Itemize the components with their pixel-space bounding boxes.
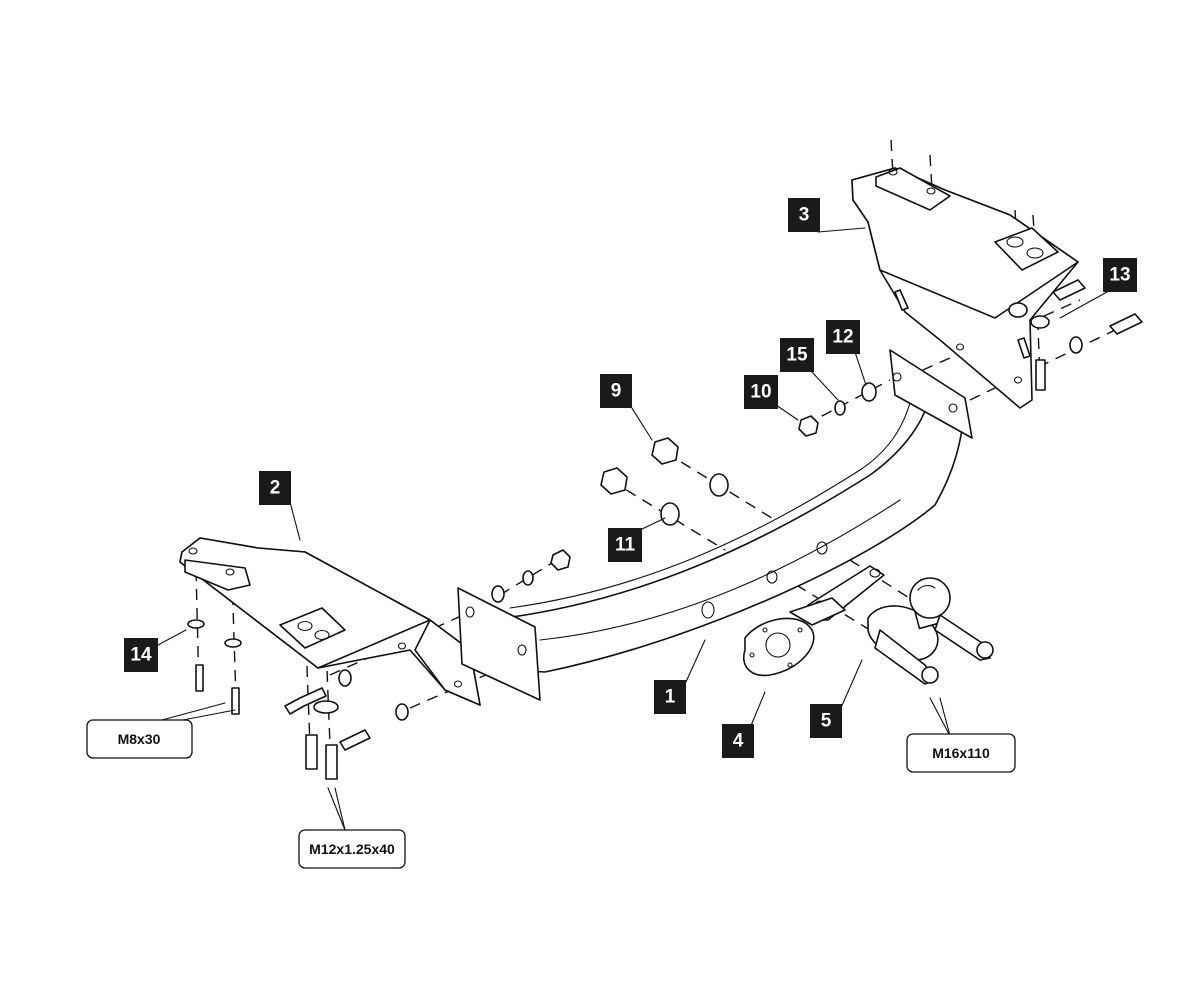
part-label-15: 15 [780,338,814,372]
fasteners [187,279,1143,780]
right-mounting-bracket [851,167,1079,409]
part-label-4-text: 4 [733,731,744,752]
socket-plate [743,597,846,677]
part-label-12: 12 [826,320,860,354]
part-label-2-text: 2 [270,478,281,499]
bolt-spec-m16: M16x110 [906,733,1016,773]
part-label-4: 4 [722,724,754,758]
bolt-spec-m16-text: M16x110 [932,745,990,761]
part-label-2: 2 [259,471,291,505]
part-label-1-text: 1 [665,687,676,708]
part-label-10-text: 10 [750,382,771,403]
part-label-3: 3 [788,198,820,232]
part-label-11-text: 11 [615,535,636,556]
bolt-spec-m8: M8x30 [86,719,193,759]
part-label-13: 13 [1103,258,1137,292]
part-label-5: 5 [810,704,842,738]
part-label-1: 1 [654,680,686,714]
left-mounting-bracket [179,537,481,706]
bolt-spec-m8-text: M8x30 [118,731,161,747]
bolt-spec-m12: M12x1.25x40 [298,829,406,869]
part-label-3-text: 3 [799,205,810,226]
part-label-15-text: 15 [786,345,808,366]
part-label-9-text: 9 [611,381,622,402]
leader-lines [157,227,1108,831]
towball-assembly [807,565,994,685]
part-label-14: 14 [124,638,158,672]
part-label-9: 9 [600,374,632,408]
bolt-spec-m12-text: M12x1.25x40 [309,841,395,857]
main-crossbar [457,349,973,701]
part-label-5-text: 5 [821,711,832,732]
part-label-14-text: 14 [130,645,152,666]
part-label-12-text: 12 [832,327,853,348]
part-label-11: 11 [608,528,642,562]
part-label-13-text: 13 [1109,265,1130,286]
part-label-10: 10 [744,375,778,409]
